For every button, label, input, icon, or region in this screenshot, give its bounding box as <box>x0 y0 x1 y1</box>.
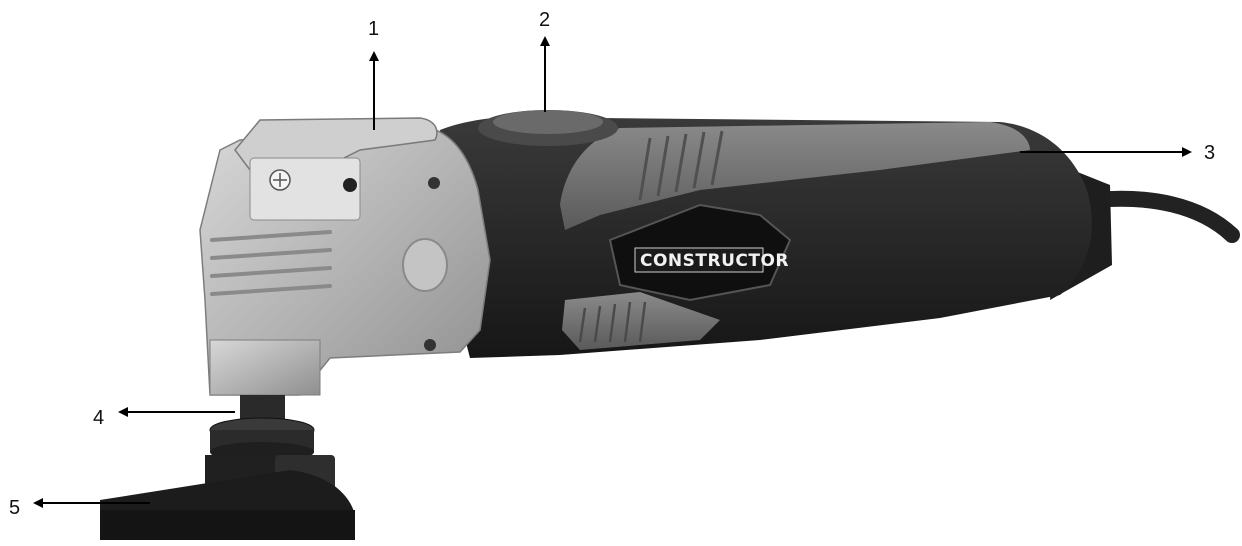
lower-grip <box>562 292 720 350</box>
brand-plate <box>634 247 764 273</box>
bolt-hole <box>424 339 436 351</box>
callout-number-2: 2 <box>539 9 550 31</box>
head-ribs <box>210 230 332 296</box>
lower-grip-ribs <box>578 301 647 343</box>
head-boss <box>402 238 448 292</box>
callout-number-1: 1 <box>368 18 379 40</box>
callout-number-5: 5 <box>9 497 20 519</box>
bolt-hole <box>428 177 440 189</box>
bolt-hole <box>343 178 357 192</box>
side-plate <box>249 157 361 221</box>
callout-number-4: 4 <box>93 407 104 429</box>
grip-ribs <box>638 130 724 201</box>
callout-number-3: 3 <box>1204 142 1215 164</box>
neck-collar <box>209 339 321 396</box>
callout-arrows <box>33 36 1192 508</box>
sanding-pad-base <box>100 510 355 540</box>
clamping-lever <box>234 117 438 171</box>
speed-dial-top <box>493 110 603 134</box>
power-cord <box>1087 190 1240 243</box>
upper-grip <box>560 122 1030 230</box>
brand-logo: CONSTRUCTOR <box>640 251 789 271</box>
